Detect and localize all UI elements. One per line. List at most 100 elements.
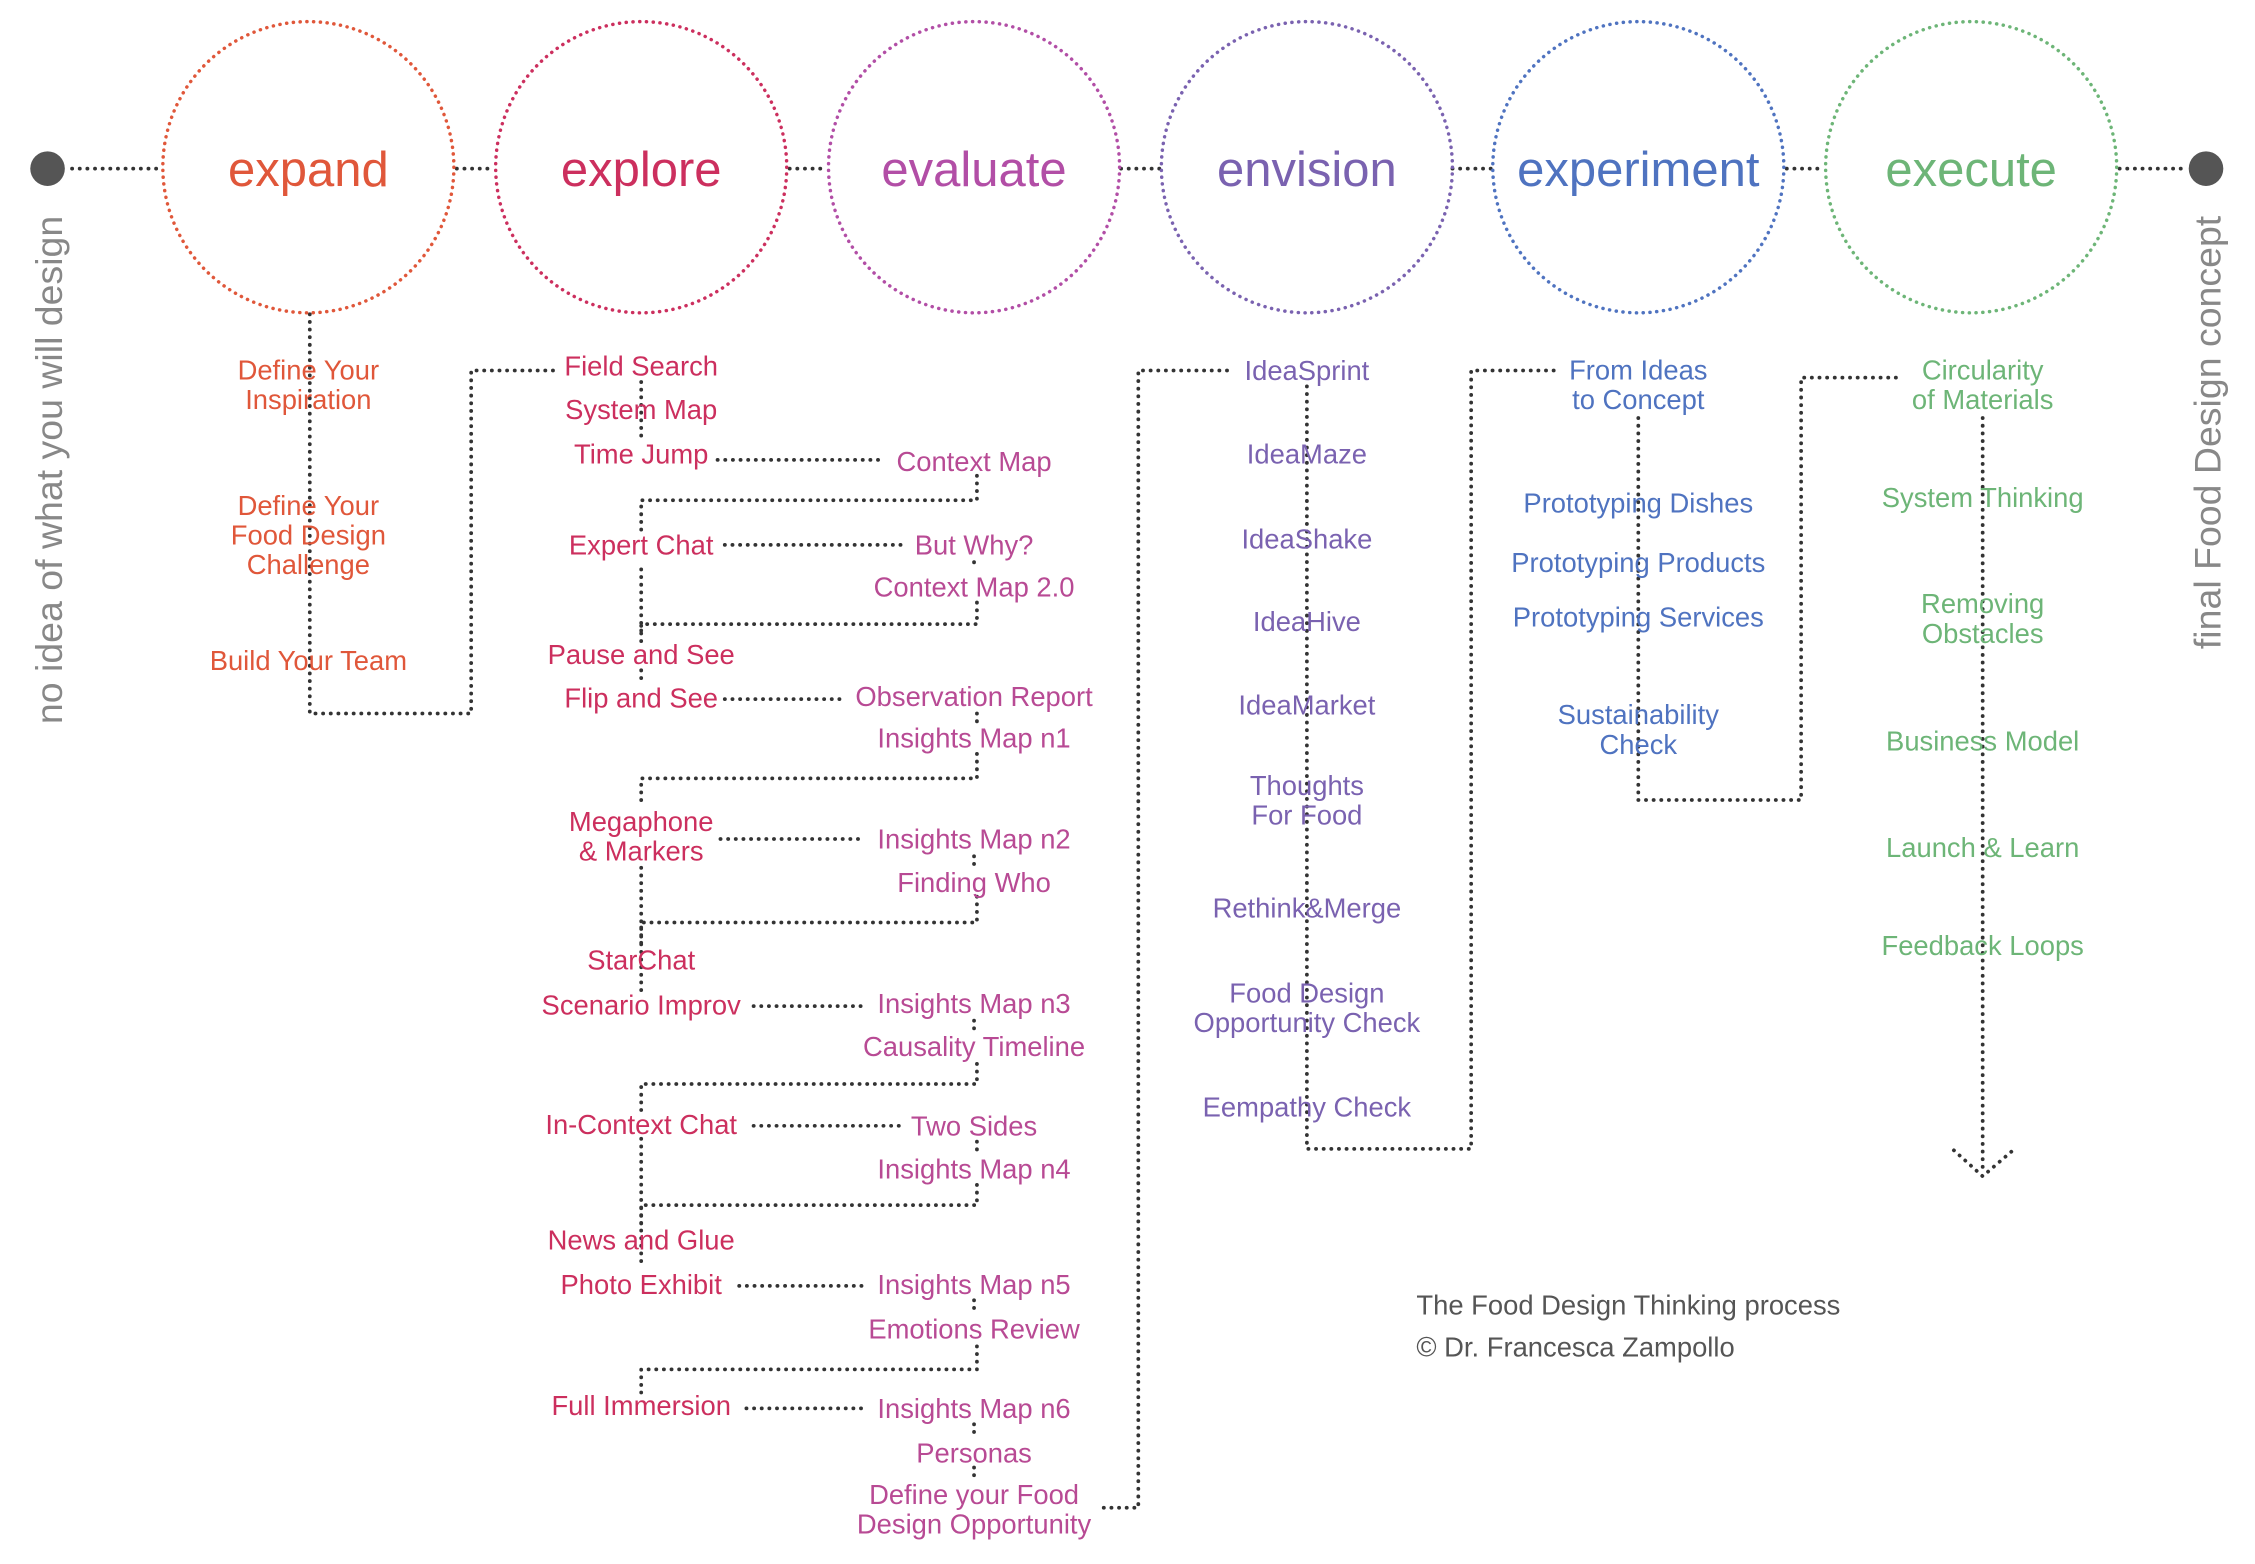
explore-tool-line: Insights Map n2 — [877, 824, 1070, 855]
start-point-icon — [30, 151, 65, 186]
explore-tool-line: Observation Report — [855, 681, 1093, 712]
execute-step-line: Obstacles — [1922, 618, 2044, 649]
explore-tool-line: Design Opportunity — [857, 1509, 1092, 1540]
execute-step: System Thinking — [1882, 482, 2084, 513]
explore-tool: Context Map 2.0 — [874, 571, 1075, 602]
explore-tool: Insights Map n2 — [877, 824, 1070, 855]
envision-step: IdeaMaze — [1247, 439, 1367, 470]
experiment-step-line: Prototyping Services — [1513, 602, 1764, 633]
expand-step-line: Build Your Team — [210, 645, 407, 676]
explore-step-line: News and Glue — [548, 1224, 735, 1255]
experiment-step: Prototyping Dishes — [1523, 488, 1753, 519]
envision-step-line: IdeaShake — [1241, 524, 1372, 555]
explore-tool: Personas — [916, 1438, 1032, 1469]
execute-step-line: Circularity — [1922, 355, 2044, 386]
explore-step: Megaphone& Markers — [569, 806, 714, 867]
expand-step-line: Challenge — [247, 549, 370, 580]
explore-step: StarChat — [587, 945, 695, 976]
experiment-step: Prototyping Products — [1511, 547, 1765, 578]
phase-title-expand: expand — [228, 143, 389, 197]
dotted-connector — [639, 1061, 979, 1112]
envision-step-line: Opportunity Check — [1194, 1007, 1421, 1038]
envision-step-line: IdeaSprint — [1245, 355, 1370, 386]
explore-tool: But Why? — [915, 529, 1034, 560]
dotted-connector — [639, 1183, 979, 1228]
expand-connector — [307, 312, 559, 716]
execute-step: Feedback Loops — [1881, 930, 2083, 961]
phase-circle-expand — [161, 19, 456, 315]
phase-title-experiment: experiment — [1517, 143, 1760, 197]
explore-step-line: System Map — [565, 394, 717, 425]
explore-step: Field Search — [564, 351, 718, 382]
phase-title-execute: execute — [1885, 143, 2057, 197]
explore-tool-line: Emotions Review — [868, 1314, 1080, 1345]
caption-title: The Food Design Thinking process — [1416, 1290, 1840, 1321]
explore-tool: Causality Timeline — [863, 1031, 1085, 1062]
explore-tool: Insights Map n3 — [877, 988, 1070, 1019]
explore-step: In-Context Chat — [545, 1109, 737, 1140]
envision-step: Rethink&Merge — [1213, 893, 1402, 924]
execute-step-line: Feedback Loops — [1881, 930, 2083, 961]
envision-step: IdeaHive — [1253, 606, 1361, 637]
explore-tool-line: Define your Food — [869, 1479, 1079, 1510]
explore-tool: Finding Who — [897, 867, 1051, 898]
explore-tool-line: Insights Map n6 — [877, 1393, 1070, 1424]
envision-step: IdeaMarket — [1238, 689, 1375, 720]
explore-tool-line: Insights Map n3 — [877, 988, 1070, 1019]
explore-tool-line: Two Sides — [911, 1110, 1037, 1141]
phase-circle-explore — [493, 19, 789, 315]
explore-to-envision-connector — [1101, 368, 1236, 1510]
envision-step: IdeaSprint — [1245, 355, 1370, 386]
explore-step: Expert Chat — [569, 529, 714, 560]
experiment-step: Prototyping Services — [1513, 602, 1764, 633]
explore-tool: Insights Map n6 — [877, 1393, 1070, 1424]
dotted-connector — [639, 473, 979, 533]
arrow-head-icon — [1951, 1148, 2015, 1179]
end-label: final Food Design concept — [2186, 215, 2228, 649]
explore-tool-line: But Why? — [915, 529, 1034, 560]
phase-circle-execute — [1823, 19, 2119, 315]
execute-step-line: System Thinking — [1882, 482, 2084, 513]
explore-step-line: Megaphone — [569, 806, 714, 837]
explore-tool: Two Sides — [911, 1110, 1037, 1141]
explore-tool: Observation Report — [855, 681, 1093, 712]
experiment-step-line: Prototyping Dishes — [1523, 488, 1753, 519]
explore-tool: Context Map — [896, 446, 1051, 477]
explore-tool: Insights Map n1 — [877, 723, 1070, 754]
explore-tool-line: Context Map 2.0 — [874, 571, 1075, 602]
phase-circle-envision — [1159, 19, 1455, 315]
explore-step: Pause and See — [548, 639, 735, 670]
envision-to-experiment-connector — [1305, 368, 1560, 1151]
explore-tool-line: Insights Map n1 — [877, 723, 1070, 754]
explore-step-line: Expert Chat — [569, 529, 714, 560]
explore-step: Time Jump — [574, 439, 708, 470]
explore-step-line: Pause and See — [548, 639, 735, 670]
experiment-step-line: Check — [1600, 729, 1678, 760]
envision-step-line: Eempathy Check — [1203, 1092, 1412, 1123]
end-point-icon — [2188, 151, 2224, 186]
phase-circle-evaluate — [826, 19, 1122, 315]
expand-step-line: Food Design — [231, 519, 386, 550]
envision-step: Eempathy Check — [1203, 1092, 1412, 1123]
dotted-connector — [639, 752, 979, 810]
explore-step-line: Field Search — [564, 351, 718, 382]
explore-tool: Insights Map n5 — [877, 1269, 1070, 1300]
phase-title-envision: envision — [1217, 143, 1397, 197]
explore-tool-line: Insights Map n4 — [877, 1154, 1070, 1185]
explore-step-line: & Markers — [579, 835, 704, 866]
envision-step: IdeaShake — [1241, 524, 1372, 555]
phase-title-evaluate: evaluate — [881, 143, 1066, 197]
expand-step: Build Your Team — [210, 645, 407, 676]
envision-step-line: Food Design — [1229, 977, 1384, 1008]
execute-step: Business Model — [1886, 726, 2079, 757]
envision-step-line: IdeaHive — [1253, 606, 1361, 637]
envision-step-line: IdeaMaze — [1247, 439, 1367, 470]
explore-step: Scenario Improv — [542, 989, 742, 1020]
execute-step-line: Removing — [1921, 588, 2044, 619]
